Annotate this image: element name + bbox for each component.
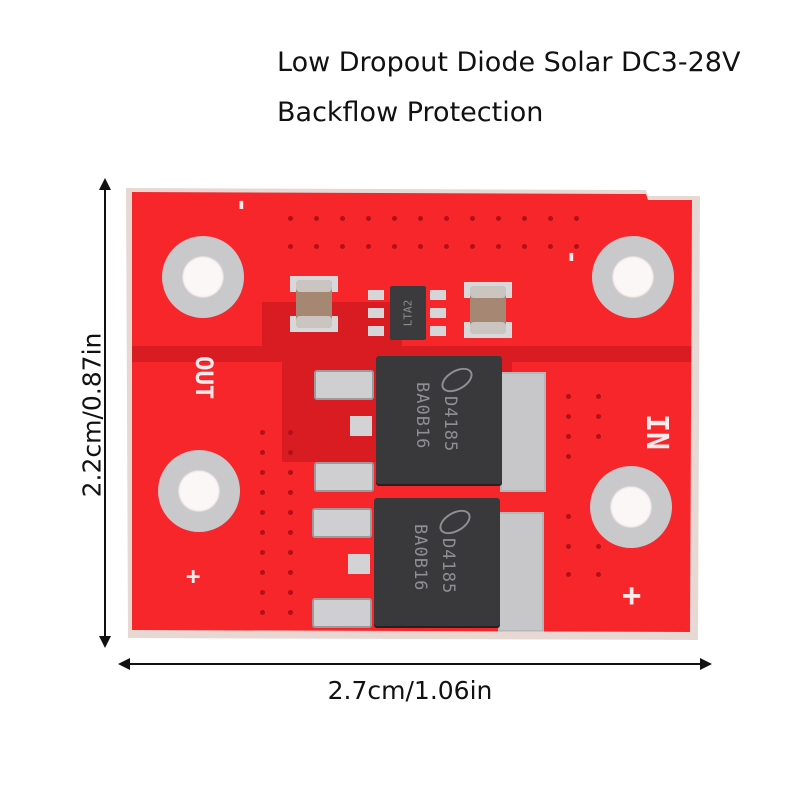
manufacturer-logo-icon [435,504,475,540]
mosfet-1: D4185 BA0B16 [292,356,546,496]
silk-out-minus: - [226,197,257,213]
terminal-hole [182,256,224,298]
silk-out-plus: + [186,562,201,590]
manufacturer-logo-icon [437,362,477,398]
mosfet-2-part-number: D4185 [438,538,458,595]
mosfet-1-part-number: D4185 [440,396,460,453]
in-plus-terminal-pad [590,466,672,548]
pcb-module: - - OUT IN + + LTA2 [126,186,700,640]
pcb-surface: - - OUT IN + + LTA2 [132,192,692,632]
terminal-hole [178,470,220,512]
mosfet-1-lot-code: BA0B16 [412,382,432,450]
terminal-hole [612,256,654,298]
in-minus-terminal-pad [592,236,674,318]
out-minus-terminal-pad [162,236,244,318]
ic-marking: LTA2 [401,299,415,327]
height-dimension-label: 2.2cm/0.87in [77,332,107,498]
out-plus-terminal-pad [158,450,240,532]
silk-out-label: OUT [190,356,218,400]
product-title-line-2: Backflow Protection [277,97,544,128]
mosfet-2-lot-code: BA0B16 [410,524,430,592]
silk-in-label: IN [639,414,674,451]
controller-ic: LTA2 [368,284,458,344]
product-title-line-1: Low Dropout Diode Solar DC3-28V [277,47,741,78]
silk-in-plus: + [622,576,642,614]
mosfet-2: D4185 BA0B16 [292,498,544,632]
capacitor-right [464,282,512,338]
width-dimension-label: 2.7cm/1.06in [327,676,493,705]
height-dimension-arrow [99,178,111,648]
terminal-hole [610,486,652,528]
capacitor-left [290,276,338,332]
width-dimension-arrow [118,658,712,670]
silk-in-minus: - [556,249,587,265]
